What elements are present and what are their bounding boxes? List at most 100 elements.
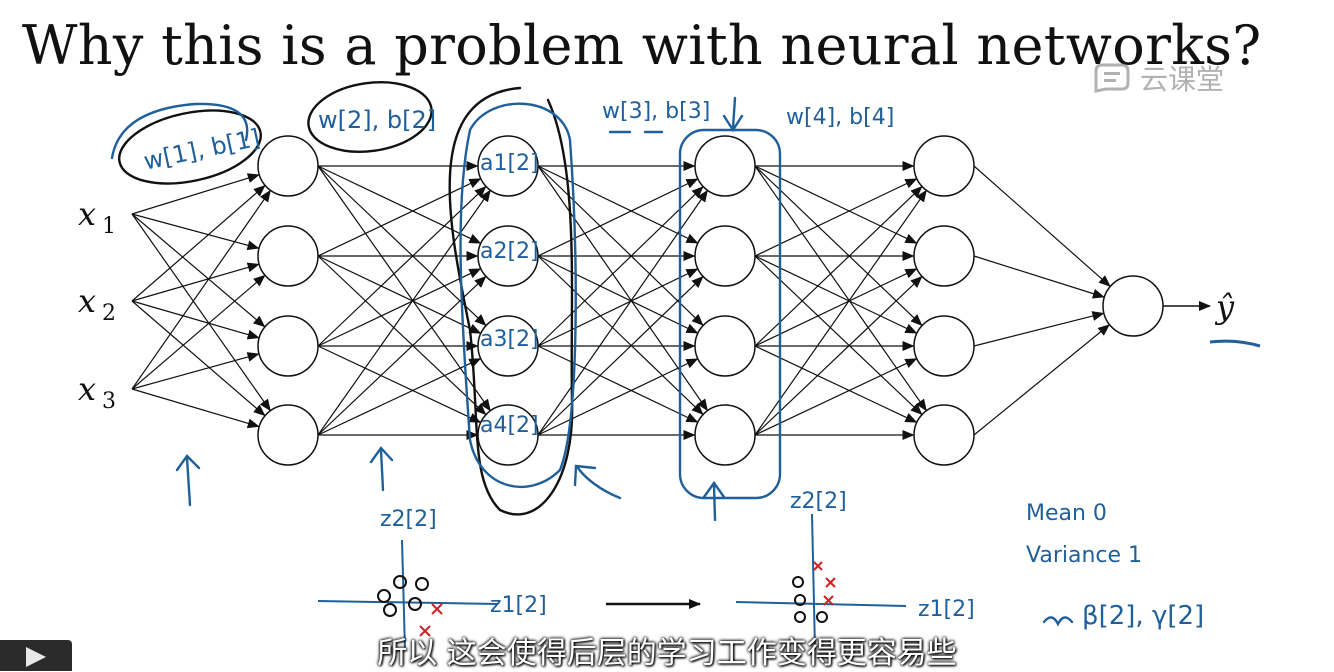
right-scatter: [735, 513, 907, 651]
hidden-node: [257, 225, 319, 287]
network-edges: [131, 161, 1211, 440]
input-x3: x: [78, 370, 96, 408]
hidden-node: [913, 315, 975, 377]
layer4-params-label: w[4], b[4]: [786, 105, 894, 130]
network-edge: [537, 186, 704, 347]
network-edge: [754, 275, 923, 436]
network-edge: [131, 213, 260, 251]
network-edge: [537, 345, 699, 423]
network-edge: [131, 352, 260, 390]
hidden-node: [694, 315, 756, 377]
layer1-params-swirl: [110, 102, 249, 160]
hidden-node: [257, 135, 319, 197]
hidden-node: [694, 225, 756, 287]
network-edge: [317, 268, 482, 347]
input-x2-subscript: 2: [102, 301, 116, 326]
output-label: ŷ: [1214, 288, 1235, 326]
network-edge: [754, 358, 918, 436]
network-edge: [131, 173, 260, 215]
network-edge: [754, 255, 918, 334]
input-x1: x: [78, 195, 96, 233]
network-edge: [317, 165, 482, 244]
network-edge: [131, 300, 260, 340]
network-edge: [537, 178, 699, 257]
hidden-node: [694, 135, 756, 197]
network-edge: [317, 358, 482, 436]
network-edge: [754, 185, 923, 347]
hidden-node: [913, 135, 975, 197]
activation-a2: a2[2]: [480, 239, 539, 264]
output-node: [1102, 275, 1164, 337]
play-button[interactable]: [0, 640, 72, 671]
input-labels: x 1 x 2 x 3: [78, 195, 116, 414]
left-axis-y-label: z2[2]: [380, 507, 437, 532]
network-edge: [131, 262, 260, 302]
network-edge: [131, 213, 271, 412]
network-edge: [754, 165, 923, 327]
layer2-params-circle: [307, 81, 433, 153]
activations-blue-loop: [459, 102, 577, 489]
network-edge: [317, 165, 487, 327]
handwritten-annotations: [110, 81, 1074, 627]
arrow-under-layer3: [702, 480, 726, 522]
hidden-node: [477, 225, 539, 287]
left-axis-x-label: z1[2]: [490, 593, 547, 618]
network-edge: [973, 324, 1110, 436]
network-edge: [131, 184, 266, 302]
network-edge: [537, 255, 704, 415]
network-edge: [131, 388, 260, 429]
right-axis-y-label: z2[2]: [790, 489, 847, 514]
input-x1-subscript: 1: [102, 214, 116, 239]
network-edge: [537, 165, 699, 244]
network-edge: [973, 255, 1105, 299]
params-arrow: [1042, 616, 1074, 627]
hidden-node: [257, 404, 319, 466]
hidden-node: [694, 404, 756, 466]
network-edge: [537, 255, 699, 334]
activations-black-loop: [448, 86, 574, 516]
network-edge: [317, 165, 491, 412]
layer3-params-label: w[3], b[3]: [602, 99, 710, 124]
slide-title: Why this is a problem with neural networ…: [22, 14, 1262, 77]
hidden-node: [477, 315, 539, 377]
network-edge: [754, 268, 918, 347]
network-edge: [537, 358, 699, 436]
network-edge: [754, 165, 918, 244]
network-edge: [317, 255, 482, 334]
network-edge: [754, 345, 918, 423]
network-edge: [754, 178, 918, 257]
network-nodes: [257, 135, 1164, 466]
network-edge: [317, 185, 487, 347]
hidden-node: [913, 404, 975, 466]
layer1-params-circle: [118, 109, 262, 185]
arrow-right-of-activations: [573, 464, 622, 500]
variance-annotation: Variance 1: [1026, 543, 1142, 568]
mean-annotation: Mean 0: [1026, 501, 1107, 526]
layer1-params-label: w[1], b[1]: [141, 124, 262, 176]
params-annotation: β[2], γ[2]: [1082, 601, 1204, 631]
arrow-under-inputs: [175, 454, 201, 507]
network-edge: [537, 165, 708, 412]
layer2-params-label: w[2], b[2]: [318, 106, 436, 134]
cloud-classroom-icon: [1094, 63, 1130, 93]
network-edge: [754, 165, 927, 412]
output-underline: [1209, 339, 1261, 348]
play-icon: [26, 647, 46, 667]
network-edge: [537, 189, 708, 436]
network-edge: [131, 300, 266, 417]
activation-a3: a3[2]: [480, 327, 539, 352]
network-edge: [317, 255, 487, 416]
watermark-text: 云课堂: [1140, 63, 1225, 96]
network-edge: [973, 311, 1105, 347]
network-edge: [317, 275, 487, 436]
network-edge: [537, 165, 704, 326]
network-edge: [317, 345, 482, 423]
right-axis-x-label: z1[2]: [918, 597, 975, 622]
input-x2: x: [78, 282, 96, 320]
network-edge: [131, 189, 271, 390]
arrow-under-layer1: [369, 446, 394, 492]
network-edge: [537, 276, 704, 436]
arrow-above-layer3: [722, 96, 744, 133]
network-edge: [317, 189, 491, 436]
